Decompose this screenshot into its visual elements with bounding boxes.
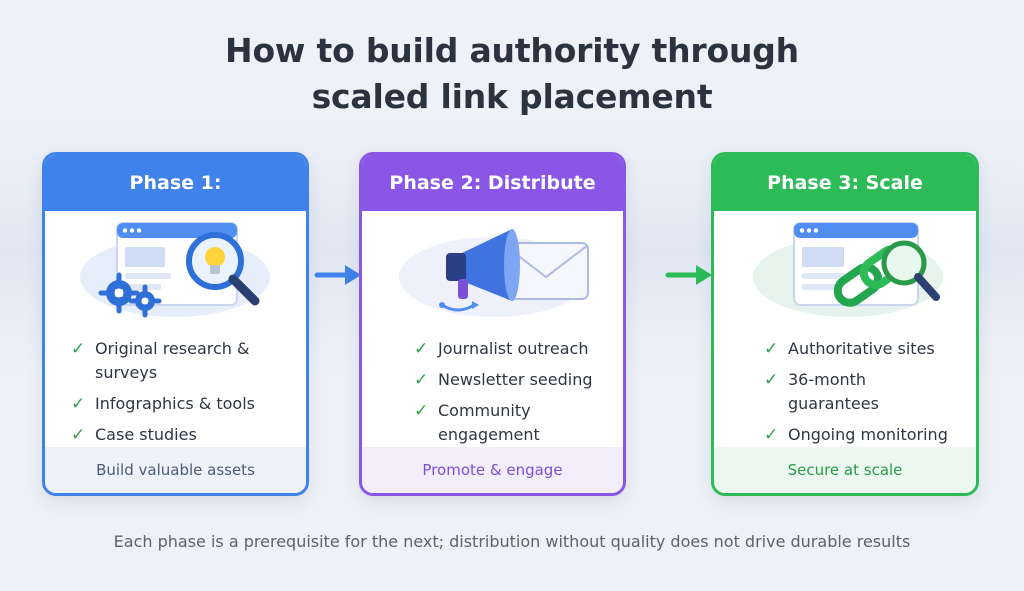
phase-2-card: Phase 2: Distribute ✓Journalist outreach… <box>359 152 626 496</box>
list-item: ✓Community engagement <box>414 401 540 444</box>
title-line-1: How to build authority through <box>225 31 799 70</box>
list-item: ✓36-month guarantees <box>764 370 879 413</box>
research-lightbulb-icon <box>45 215 306 325</box>
page-title: How to build authority through scaled li… <box>0 28 1024 120</box>
check-icon: ✓ <box>414 370 429 390</box>
phase-1-list: ✓Original research & surveys ✓Infographi… <box>71 337 292 454</box>
phase-2-list: ✓Journalist outreach ✓Newsletter seeding… <box>414 337 609 454</box>
title-line-2: scaled link placement <box>311 77 713 116</box>
check-icon: ✓ <box>71 339 86 359</box>
check-icon: ✓ <box>414 339 429 359</box>
check-icon: ✓ <box>764 370 779 390</box>
check-icon: ✓ <box>71 394 86 414</box>
link-chain-icon <box>714 215 976 325</box>
check-icon: ✓ <box>71 425 86 445</box>
phase-3-list: ✓Authoritative sites ✓36-month guarantee… <box>764 337 962 454</box>
phase-1-heading: Phase 1: <box>45 155 306 211</box>
list-item: ✓Case studies <box>71 425 197 445</box>
check-icon: ✓ <box>414 401 429 421</box>
list-item: ✓Infographics & tools <box>71 394 255 414</box>
caption: Each phase is a prerequisite for the nex… <box>113 532 911 551</box>
list-item: ✓Newsletter seeding <box>414 370 593 390</box>
list-item: ✓Ongoing monitoring <box>764 425 948 445</box>
megaphone-envelope-icon <box>362 215 623 325</box>
arrow-right-icon <box>665 265 712 285</box>
check-icon: ✓ <box>764 425 779 445</box>
list-item: ✓Authoritative sites <box>764 339 935 359</box>
phase-1-footer: Build valuable assets <box>45 447 306 493</box>
phase-3-heading: Phase 3: Scale <box>714 155 976 211</box>
phase-3-card: Phase 3: Scale ✓Authoritative sites ✓36-… <box>711 152 979 496</box>
phase-1-card: Phase 1: ✓Original res <box>42 152 309 496</box>
arrow-right-icon <box>314 265 361 285</box>
check-icon: ✓ <box>764 339 779 359</box>
list-item: ✓Journalist outreach <box>414 339 589 359</box>
phase-2-footer: Promote & engage <box>362 447 623 493</box>
list-item: ✓Original research & surveys <box>71 339 250 382</box>
phase-2-heading: Phase 2: Distribute <box>362 155 623 211</box>
phase-3-footer: Secure at scale <box>714 447 976 493</box>
